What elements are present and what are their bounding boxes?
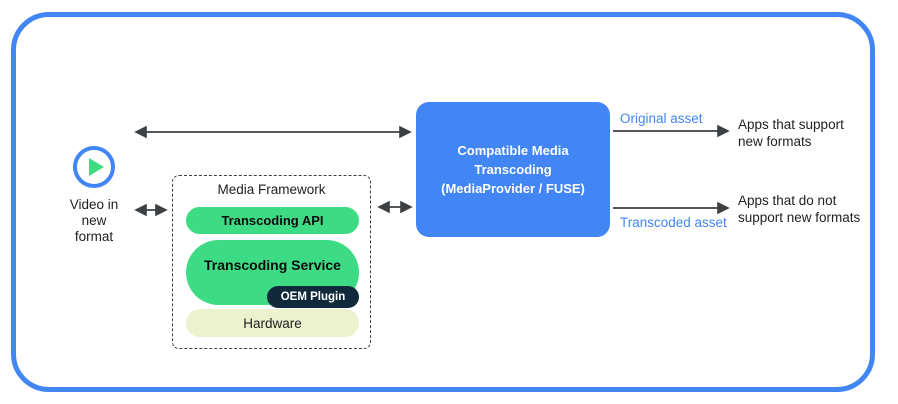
layer-oem-plugin: OEM Plugin	[267, 286, 359, 308]
apps-that-support-label: Apps that support new formats	[738, 117, 844, 149]
compatible-media-transcoding-box: Compatible Media Transcoding (MediaProvi…	[416, 102, 610, 237]
layer-transcoding-api: Transcoding API	[186, 207, 359, 234]
video-source-caption: Video in new format	[69, 197, 119, 244]
layer-hardware-label: Hardware	[243, 315, 302, 331]
layer-transcoding-api-label: Transcoding API	[221, 213, 324, 228]
layer-oem-plugin-label: OEM Plugin	[280, 291, 346, 303]
compatible-media-transcoding-label: Compatible Media Transcoding (MediaProvi…	[441, 143, 585, 196]
media-framework-group: Media Framework Transcoding API Transcod…	[172, 175, 371, 349]
original-asset-label: Original asset	[620, 111, 703, 126]
media-framework-title: Media Framework	[217, 182, 326, 197]
play-triangle-icon	[89, 158, 104, 176]
layer-hardware: Hardware	[186, 309, 359, 337]
transcoded-asset-label: Transcoded asset	[620, 215, 727, 230]
video-source-node: Video in new format	[40, 146, 148, 245]
apps-that-do-not-support-label: Apps that do not support new formats	[738, 193, 861, 225]
play-circle-icon	[73, 146, 115, 188]
layer-transcoding-service-label: Transcoding Service	[204, 257, 341, 273]
